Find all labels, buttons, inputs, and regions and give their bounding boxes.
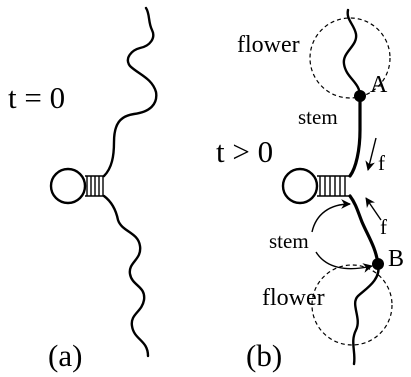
point-a-label: A (370, 72, 388, 98)
force-top-label: f (378, 151, 385, 175)
point-b-marker (372, 258, 384, 270)
force-bottom-label: f (380, 215, 387, 239)
top-stem-label: stem (298, 105, 338, 129)
panel-a-stem-rungs (85, 175, 104, 197)
panel-b-time-label: t > 0 (216, 134, 273, 169)
panel-b-hairpin-loop (281, 167, 319, 205)
top-flower-region (309, 17, 391, 99)
bottom-stem-label: stem (269, 229, 309, 253)
force-arrow-top (365, 137, 377, 171)
panel-b: t > 0 flower flower A B (216, 8, 404, 373)
upper-stem-strand (348, 94, 362, 178)
point-b-label: B (388, 246, 404, 272)
point-a-marker (354, 90, 366, 102)
lower-flower-strand (352, 262, 380, 366)
bottom-flower-region (311, 264, 393, 346)
panel-a: t = 0 (a) (8, 6, 158, 373)
panel-b-caption: (b) (246, 338, 282, 373)
panel-a-upper-strand (102, 6, 158, 178)
lower-stem-strand (348, 194, 380, 266)
force-arrow-bottom (365, 197, 382, 221)
bottom-flower-label: flower (262, 285, 325, 311)
panel-a-caption: (a) (48, 338, 82, 373)
stem-pointer-arrow-bottom (315, 251, 373, 273)
panel-a-time-label: t = 0 (8, 80, 65, 115)
panel-b-stem-rungs (317, 175, 350, 197)
upper-flower-strand (342, 8, 362, 98)
stem-pointer-arrow-top (311, 199, 351, 233)
top-flower-label: flower (237, 32, 300, 58)
panel-a-lower-strand (102, 194, 150, 358)
panel-a-hairpin-loop (49, 167, 87, 205)
